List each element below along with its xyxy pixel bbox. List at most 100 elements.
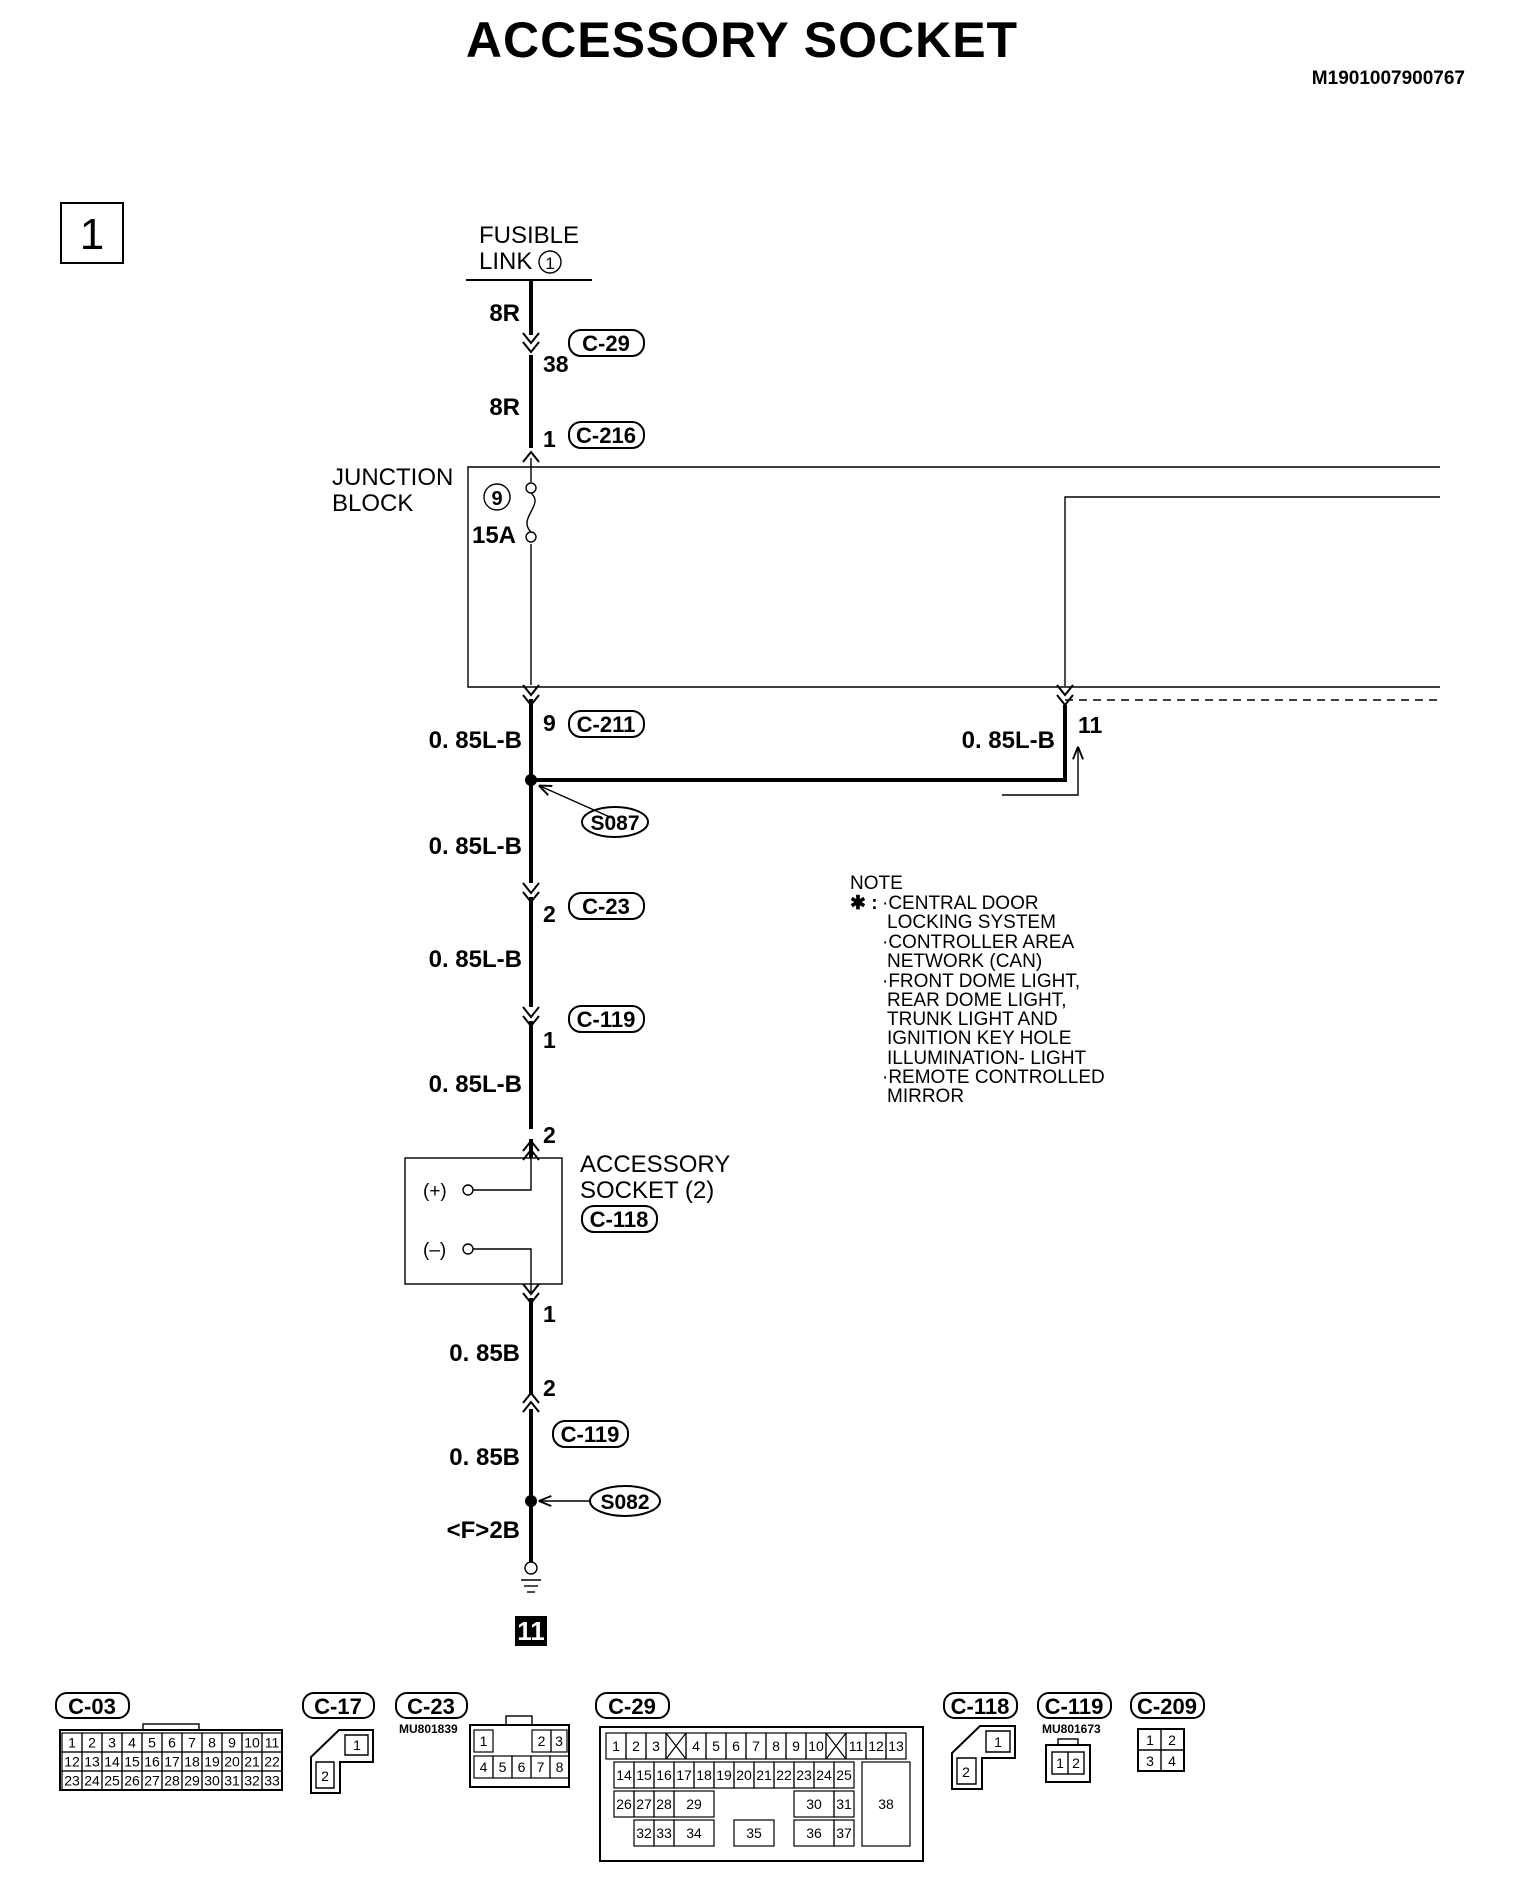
c03-pin-16: 16 — [144, 1754, 160, 1770]
c29-pin-30: 30 — [806, 1796, 822, 1812]
legend-c209-label: C-209 — [1137, 1694, 1197, 1719]
c23-pin-8-cell — [549, 1755, 570, 1779]
fuse-number: 9 — [491, 488, 502, 510]
c29-pin-23: 23 — [796, 1767, 812, 1783]
c03-pin-7: 7 — [188, 1735, 196, 1751]
ground-number: 11 — [517, 1616, 545, 1646]
socket-minus-label: (–) — [423, 1240, 446, 1261]
c03-pin-31: 31 — [224, 1773, 240, 1789]
document-code: M1901007900767 — [1312, 68, 1465, 89]
legend-c118-pin-1: 1 — [994, 1734, 1002, 1750]
c03-pin-21: 21 — [244, 1754, 260, 1770]
connector-c23-text: C-23 — [582, 894, 630, 919]
c29-pin-38-cell — [861, 1761, 911, 1847]
legend-c209-pin-1: 1 — [1146, 1732, 1154, 1748]
pin-c29: 38 — [543, 351, 569, 377]
note-block: NOTE ✱ : ·CENTRAL DOOR LOCKING SYSTEM ·C… — [850, 873, 1105, 1107]
c29-pin-3: 3 — [652, 1738, 660, 1754]
c29-pin-34: 34 — [686, 1825, 702, 1841]
c29-pin-29: 29 — [686, 1796, 702, 1812]
c29-pin-31-cell — [833, 1790, 855, 1818]
connector-label-c119-upper: C-119 — [568, 1005, 645, 1033]
splice-s082: S082 — [589, 1485, 661, 1517]
c03-pin-20: 20 — [224, 1754, 240, 1770]
wire-label-085lb-1: 0. 85L-B — [429, 727, 522, 754]
note-line-6: REAR DOME LIGHT, — [887, 990, 1066, 1011]
pin-socket-top: 2 — [543, 1122, 556, 1148]
c29-blank-2-blocked — [825, 1732, 847, 1760]
c23-pin-1: 1 — [480, 1733, 488, 1749]
c23-pin-1-cell — [473, 1729, 494, 1753]
junction-block-label-2: BLOCK — [332, 490, 413, 517]
c03-pin-14: 14 — [104, 1754, 120, 1770]
c23-pin-4: 4 — [480, 1759, 488, 1775]
legend-c23-part-number: MU801839 — [399, 1722, 458, 1736]
connector-label-c119-lower: C-119 — [552, 1420, 629, 1448]
pin-c119a: 1 — [543, 1027, 556, 1053]
c03-pin-3: 3 — [108, 1735, 116, 1751]
c03-pin-1: 1 — [68, 1735, 76, 1751]
c23-pin-2: 2 — [538, 1733, 546, 1749]
connector-chevrons — [522, 332, 1074, 1413]
c29-pin-15: 15 — [636, 1767, 652, 1783]
legend-c119: C-119 MU801673 1 2 — [1037, 1692, 1112, 1783]
legend-c17-pin-2: 2 — [321, 1768, 329, 1784]
splice-dot-s082 — [525, 1495, 537, 1507]
c29-pin-14: 14 — [616, 1767, 632, 1783]
c29-pin-5: 5 — [712, 1738, 720, 1754]
c23-pin-7: 7 — [537, 1759, 545, 1775]
fuse-rating: 15A — [472, 522, 516, 549]
c29-pin-19: 19 — [716, 1767, 732, 1783]
c03-pin-19: 19 — [204, 1754, 220, 1770]
pin-c211: 9 — [543, 710, 556, 736]
connector-c118-text: C-118 — [590, 1207, 649, 1232]
connector-label-c211: C-211 — [568, 710, 645, 738]
c29-pin-25-cell — [833, 1761, 855, 1789]
socket-plus-label: (+) — [423, 1181, 447, 1202]
c23-pin-6: 6 — [518, 1759, 526, 1775]
ground-number-box — [515, 1616, 547, 1646]
c23-pin-5: 5 — [499, 1759, 507, 1775]
c29-pin-29-cell — [673, 1790, 715, 1818]
c03-pin-2: 2 — [88, 1735, 96, 1751]
note-line-9: ILLUMINATION- LIGHT — [887, 1048, 1087, 1069]
c29-pin-31: 31 — [836, 1796, 852, 1812]
section-number-box: 1 — [60, 202, 124, 264]
note-line-7: TRUNK LIGHT AND — [887, 1009, 1058, 1030]
c29-pin-36: 36 — [806, 1825, 822, 1841]
c29-pin-16: 16 — [656, 1767, 672, 1783]
c29-pin-37-cell — [833, 1819, 855, 1847]
c29-pin-25: 25 — [836, 1767, 852, 1783]
wire-label-085b-1: 0. 85B — [449, 1340, 520, 1367]
connector-c29-text: C-29 — [582, 331, 630, 356]
c03-pin-33: 33 — [264, 1773, 280, 1789]
note-heading: NOTE — [850, 873, 903, 894]
pin-socket-bottom: 1 — [543, 1301, 556, 1327]
c29-pin-6: 6 — [732, 1738, 740, 1754]
legend-c119-pin-1: 1 — [1056, 1755, 1064, 1771]
c29-blank-1-blocked — [665, 1732, 687, 1760]
legend-c118-pin-2: 2 — [962, 1764, 970, 1780]
splice-s082-text: S082 — [600, 1491, 649, 1514]
legend-c119-label: C-119 — [1045, 1694, 1104, 1719]
legend-c118: C-118 1 2 — [943, 1692, 1018, 1790]
c29-pin-37: 37 — [836, 1825, 852, 1841]
note-line-1: ·CENTRAL DOOR — [882, 893, 1039, 914]
note-line-3: ·CONTROLLER AREA — [882, 932, 1074, 953]
legend-c209-pin-2: 2 — [1168, 1732, 1176, 1748]
connector-c119b-text: C-119 — [561, 1422, 620, 1447]
junction-block-label-1: JUNCTION — [332, 464, 453, 491]
c29-pin-18: 18 — [696, 1767, 712, 1783]
c29-pin-17: 17 — [676, 1767, 692, 1783]
c23-pin-3-cell — [550, 1729, 568, 1753]
legend-c17: C-17 1 2 — [302, 1692, 375, 1794]
splice-s087-text: S087 — [590, 812, 639, 835]
c29-pin-35: 35 — [746, 1825, 762, 1841]
c03-pin-6: 6 — [168, 1735, 176, 1751]
connector-label-c23: C-23 — [568, 892, 645, 920]
c29-pin-7: 7 — [752, 1738, 760, 1754]
